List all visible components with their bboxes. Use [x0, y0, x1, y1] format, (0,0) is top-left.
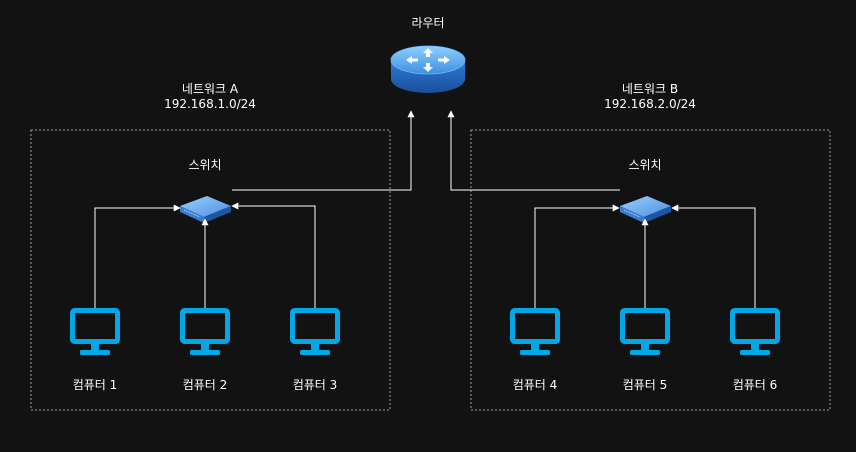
link-pc3-switch-a [231, 202, 316, 308]
computer-5-monitor-icon [620, 308, 670, 355]
switch-b-icon [620, 196, 671, 223]
computer-6-label: 컴퓨터 6 [732, 378, 778, 392]
computer-1-monitor-icon [70, 308, 120, 355]
computer-1-label: 컴퓨터 1 [72, 378, 118, 392]
network-a-subnet: 192.168.1.0/24 [164, 97, 256, 111]
link-pc6-switch-b [671, 204, 756, 308]
computer-5-label: 컴퓨터 5 [622, 378, 668, 392]
computer-2-label: 컴퓨터 2 [182, 378, 228, 392]
network-a-boundary [30, 129, 391, 411]
computer-2-monitor-icon [180, 308, 230, 355]
router-label: 라우터 [411, 16, 445, 30]
switch-a-label: 스위치 [188, 158, 222, 172]
link-pc1-switch-a [94, 204, 181, 308]
router-icon [390, 45, 466, 93]
network-b-boundary [470, 129, 831, 411]
network-b-name: 네트워크 B [621, 82, 679, 96]
link-switch-b-router [447, 110, 620, 191]
network-a-title: 네트워크 A 192.168.1.0/24 [164, 82, 256, 112]
switch-b-label: 스위치 [628, 158, 662, 172]
network-b-subnet: 192.168.2.0/24 [604, 97, 696, 111]
computer-4-label: 컴퓨터 4 [512, 378, 558, 392]
network-b-title: 네트워크 B 192.168.2.0/24 [604, 82, 696, 112]
computer-4-monitor-icon [510, 308, 560, 355]
computer-3-monitor-icon [290, 308, 340, 355]
switch-a-icon [180, 196, 231, 223]
network-a-name: 네트워크 A [181, 82, 239, 96]
computer-6-monitor-icon [730, 308, 780, 355]
link-switch-a-router [232, 110, 415, 191]
computer-3-label: 컴퓨터 3 [292, 378, 338, 392]
link-pc4-switch-b [534, 204, 620, 308]
